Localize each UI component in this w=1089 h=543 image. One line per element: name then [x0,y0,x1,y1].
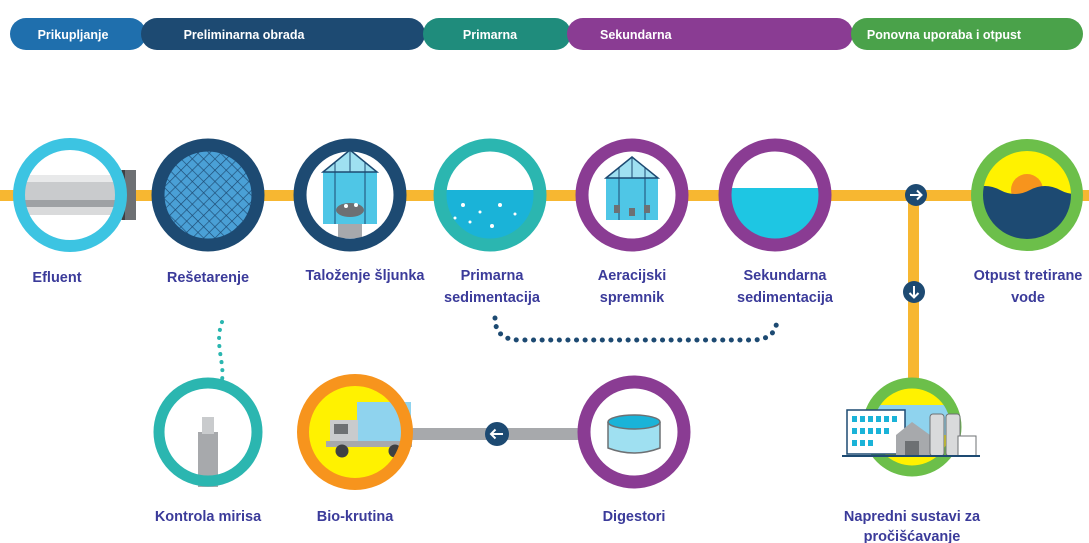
effluent-node: Efluent [13,138,136,286]
phase-preliminary: Preliminarna obrada [141,18,425,50]
phase-primary-label: Primarna [463,28,518,42]
phase-reuse-label: Ponovna uporaba i otpust [867,28,1022,42]
discharge-label-line1: Otpust tretirane [974,268,1083,284]
primary-label-line1: Primarna [461,268,525,284]
phase-reuse-discharge: Ponovna uporaba i otpust [851,18,1083,50]
grit-label: Taloženje šljunka [306,268,426,284]
odour-label: Kontrola mirisa [155,509,262,525]
screening-node: Rešetarenje [151,138,265,286]
grit-node: Taloženje šljunka [293,138,426,284]
phase-secondary-label: Sekundarna [600,28,673,42]
biosolids-node: Bio-krutina [297,374,413,525]
aeration-label-line2: spremnik [600,290,665,306]
primary-label-line2: sedimentacija [444,290,541,306]
phase-preliminary-label: Preliminarna obrada [184,28,306,42]
advanced-treatment-node: Napredni sustavi za pročišćavanje [842,377,981,543]
aeration-node: Aeracijski spremnik [575,138,689,306]
arrow-right-icon [905,184,927,206]
phase-collection-label: Prikupljanje [38,28,109,42]
discharge-node: Otpust tretirane vode [971,139,1083,306]
advanced-label-line1: Napredni sustavi za [844,509,981,525]
aeration-label-line1: Aeracijski [598,268,667,284]
biosolids-label: Bio-krutina [317,509,394,525]
advanced-label-line2: pročišćavanje [864,529,961,543]
digesters-node: Digestori [577,375,691,525]
phase-primary: Primarna [423,18,571,50]
odour-control-node: Kontrola mirisa [153,377,263,525]
phase-banner: Prikupljanje Preliminarna obrada Primarn… [10,18,1083,50]
phase-collection: Prikupljanje [10,18,146,50]
phase-secondary: Sekundarna [567,18,853,50]
digesters-label: Digestori [603,509,666,525]
secondary-label-line2: sedimentacija [737,290,834,306]
sludge-return-dots [492,315,780,343]
secondary-label-line1: Sekundarna [744,268,828,284]
discharge-label-line2: vode [1011,290,1045,306]
arrow-down-icon [903,281,925,303]
secondary-sedimentation-node: Sekundarna sedimentacija [718,138,834,306]
primary-sedimentation-node: Primarna sedimentacija [433,138,547,306]
screening-label: Rešetarenje [167,270,249,286]
arrow-left-icon [485,422,509,446]
effluent-label: Efluent [32,270,81,286]
